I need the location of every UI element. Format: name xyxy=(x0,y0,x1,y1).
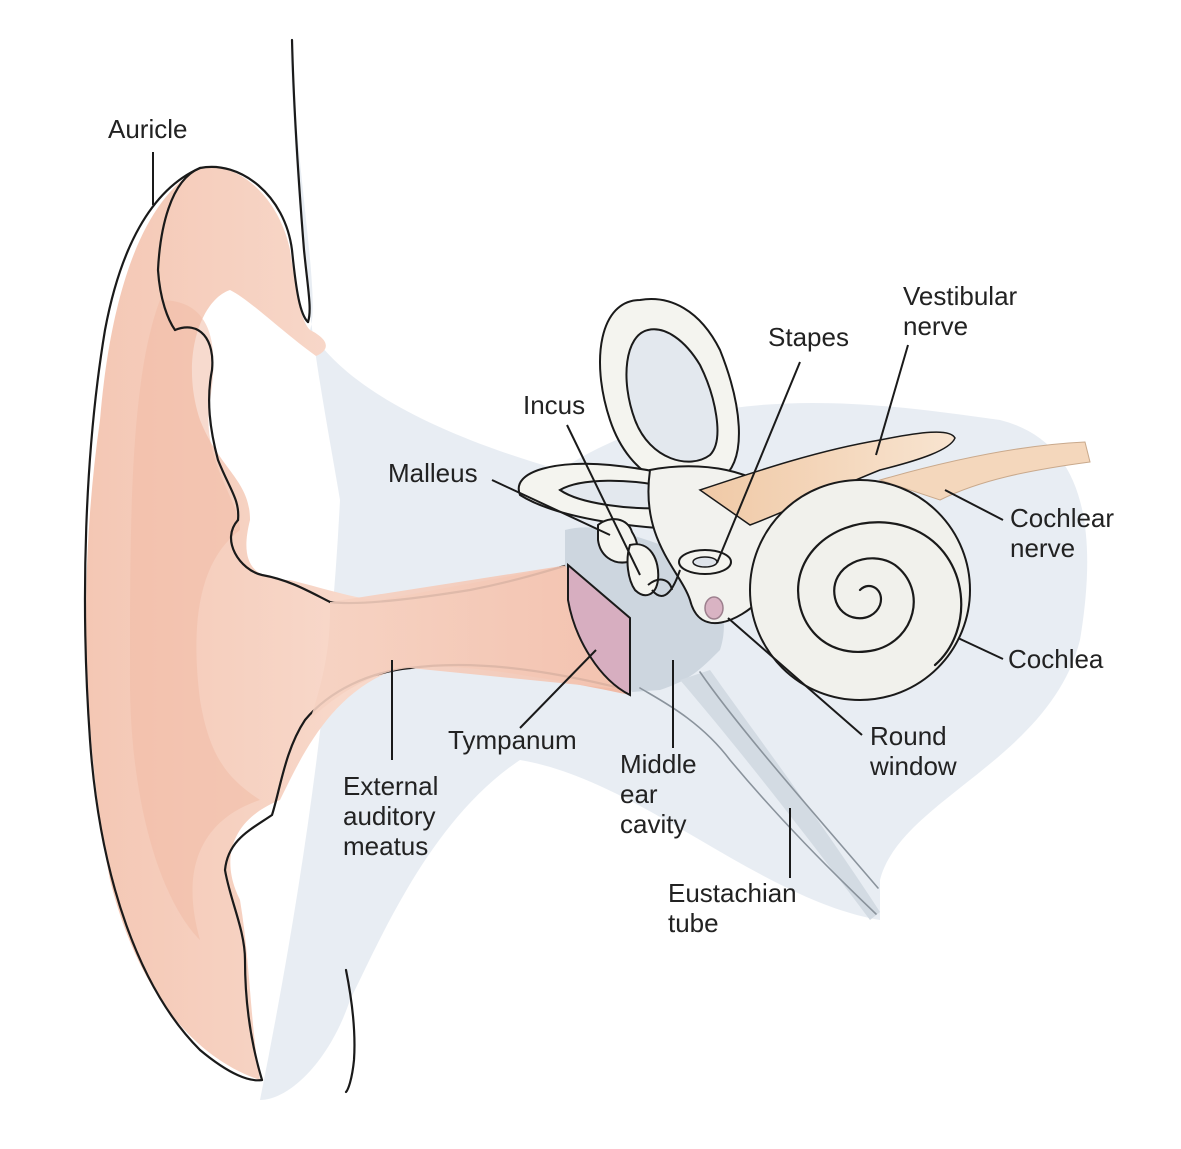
leader-vestibular-nerve xyxy=(875,344,909,456)
label-middle-ear-cavity-line3: cavity xyxy=(620,809,686,839)
label-middle-ear-cavity-line1: Middle xyxy=(620,749,697,779)
label-vestibular-nerve-line1: Vestibular xyxy=(903,281,1018,311)
label-cochlear-nerve: Cochlear nerve xyxy=(1010,503,1121,563)
label-cochlear-nerve-line2: nerve xyxy=(1010,533,1075,563)
cochlea-shape xyxy=(749,479,971,701)
label-round-window: Round window xyxy=(869,721,957,781)
label-cochlea: Cochlea xyxy=(1008,644,1104,674)
label-cochlear-nerve-line1: Cochlear xyxy=(1010,503,1114,533)
leader-lines xyxy=(152,152,1004,878)
label-eustachian-tube-line1: Eustachian xyxy=(668,878,797,908)
label-vestibular-nerve-line2: nerve xyxy=(903,311,968,341)
label-round-window-line1: Round xyxy=(870,721,947,751)
leader-stapes xyxy=(716,361,801,564)
tympanum-shape xyxy=(567,562,631,697)
label-stapes: Stapes xyxy=(768,322,849,352)
label-tympanum: Tympanum xyxy=(448,725,577,755)
label-external-auditory-meatus-line2: auditory xyxy=(343,801,436,831)
round-window-shape xyxy=(704,596,724,620)
leader-round-window xyxy=(727,617,863,736)
label-round-window-line2: window xyxy=(869,751,957,781)
label-vestibular-nerve: Vestibular nerve xyxy=(903,281,1024,341)
ear-canal-shading xyxy=(310,565,630,720)
label-middle-ear-cavity: Middle ear cavity xyxy=(620,749,704,839)
label-eustachian-tube: Eustachian tube xyxy=(668,878,804,938)
labels: Auricle Vestibular nerve Stapes Incus Ma… xyxy=(108,114,1121,938)
leader-cochlea xyxy=(957,637,1004,660)
leader-tympanum xyxy=(519,649,597,729)
label-incus: Incus xyxy=(523,390,585,420)
leader-malleus xyxy=(491,479,611,536)
label-external-auditory-meatus-line3: meatus xyxy=(343,831,428,861)
label-eustachian-tube-line2: tube xyxy=(668,908,719,938)
label-malleus: Malleus xyxy=(388,458,478,488)
leader-cochlear-nerve xyxy=(944,489,1004,521)
label-external-auditory-meatus: External auditory meatus xyxy=(343,771,446,861)
head-contour-top xyxy=(290,38,311,324)
label-external-auditory-meatus-line1: External xyxy=(343,771,438,801)
label-auricle: Auricle xyxy=(108,114,187,144)
label-middle-ear-cavity-line2: ear xyxy=(620,779,658,809)
head-contour-bottom xyxy=(344,968,356,1094)
leader-incus xyxy=(566,424,641,576)
